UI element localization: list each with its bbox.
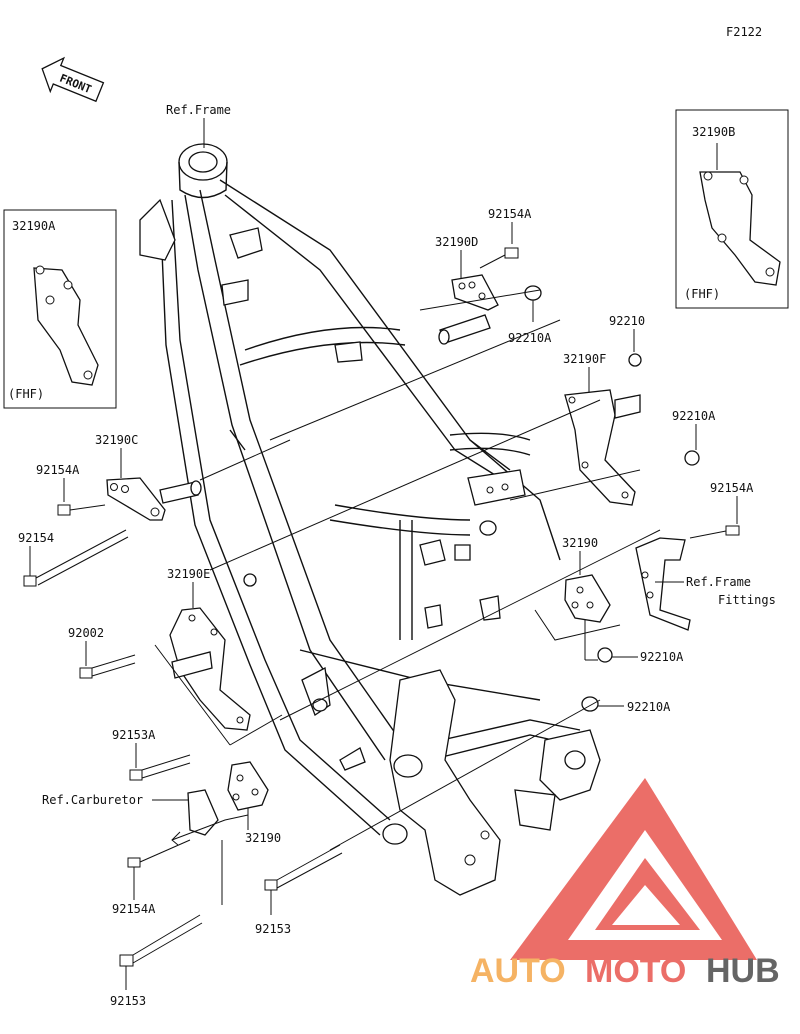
logo-hub-text: HUB bbox=[706, 952, 780, 990]
callout-ref-frame-fittings-2: Fittings bbox=[718, 593, 776, 607]
fhf-label-b: (FHF) bbox=[684, 287, 720, 301]
fhf-label-a: (FHF) bbox=[8, 387, 44, 401]
bolt-92153a bbox=[129, 754, 191, 781]
bolt-92154a-bottom bbox=[127, 839, 191, 900]
part-label-32190b: 32190B bbox=[692, 125, 735, 139]
bolt-92153-center bbox=[264, 844, 343, 915]
part-label-92154: 92154 bbox=[18, 531, 54, 545]
bolt-92002 bbox=[79, 654, 136, 679]
part-32190e: 32190E bbox=[154, 567, 283, 746]
front-arrow-icon: FRONT bbox=[41, 56, 105, 103]
callout-ref-frame: Ref.Frame bbox=[166, 103, 231, 117]
part-label-92210a-right2: 92210A bbox=[640, 650, 684, 664]
part-label-92210a-right1: 92210A bbox=[672, 409, 716, 423]
carburetor-bracket bbox=[171, 789, 249, 846]
bolt-92154a-right bbox=[689, 525, 740, 539]
part-32190-right: 32190 bbox=[534, 536, 621, 661]
logo-moto-text: MOTO bbox=[585, 952, 686, 990]
part-label-92153a: 92153A bbox=[112, 728, 156, 742]
part-label-32190-bottom: 32190 bbox=[245, 831, 281, 845]
part-label-32190d: 32190D bbox=[435, 235, 478, 249]
part-label-32190c: 32190C bbox=[95, 433, 138, 447]
bolt-92154 bbox=[23, 529, 129, 587]
bolt-92154a-left bbox=[57, 504, 106, 516]
logo-auto-text: AUTO bbox=[470, 952, 566, 990]
bolt-92153-bottom bbox=[119, 840, 223, 990]
part-label-92210a-right3: 92210A bbox=[627, 700, 671, 714]
callout-ref-frame-fittings-1: Ref.Frame bbox=[686, 575, 751, 589]
part-label-32190e: 32190E bbox=[167, 567, 210, 581]
part-label-92154a-bottom: 92154A bbox=[112, 902, 156, 916]
part-label-92002: 92002 bbox=[68, 626, 104, 640]
part-32190f: 32190F bbox=[563, 352, 641, 506]
part-label-32190-right: 32190 bbox=[562, 536, 598, 550]
callout-ref-carburetor: Ref.Carburetor bbox=[42, 793, 143, 807]
part-label-92154a-top: 92154A bbox=[488, 207, 532, 221]
part-label-92153-center: 92153 bbox=[255, 922, 291, 936]
figure-code: F2122 bbox=[726, 25, 762, 39]
frame-fittings bbox=[635, 537, 691, 631]
nut-92210a-right3 bbox=[581, 696, 624, 712]
part-label-92210: 92210 bbox=[609, 314, 645, 328]
part-label-32190a: 32190A bbox=[12, 219, 56, 233]
part-label-92210a-top: 92210A bbox=[508, 331, 552, 345]
part-label-92154a-right: 92154A bbox=[710, 481, 754, 495]
part-label-92153-bottom: 92153 bbox=[110, 994, 146, 1008]
part-label-92154a-left: 92154A bbox=[36, 463, 80, 477]
part-32190c: 32190C bbox=[95, 433, 291, 521]
fhf-box-32190b: 32190B (FHF) bbox=[675, 109, 789, 309]
part-32190-bottom bbox=[227, 761, 269, 830]
part-label-32190f: 32190F bbox=[563, 352, 606, 366]
motorcycle-frame bbox=[139, 143, 601, 896]
fhf-box-32190a: 32190A (FHF) bbox=[3, 209, 117, 409]
nut-92210a-right1 bbox=[684, 450, 700, 466]
nut-92210 bbox=[628, 353, 642, 367]
bolt-92154a-top bbox=[479, 247, 519, 269]
nut-92210a-right2 bbox=[597, 647, 638, 663]
automotohub-logo: AUTO MOTO HUB bbox=[470, 778, 780, 990]
part-32190d: 32190D bbox=[435, 235, 499, 345]
